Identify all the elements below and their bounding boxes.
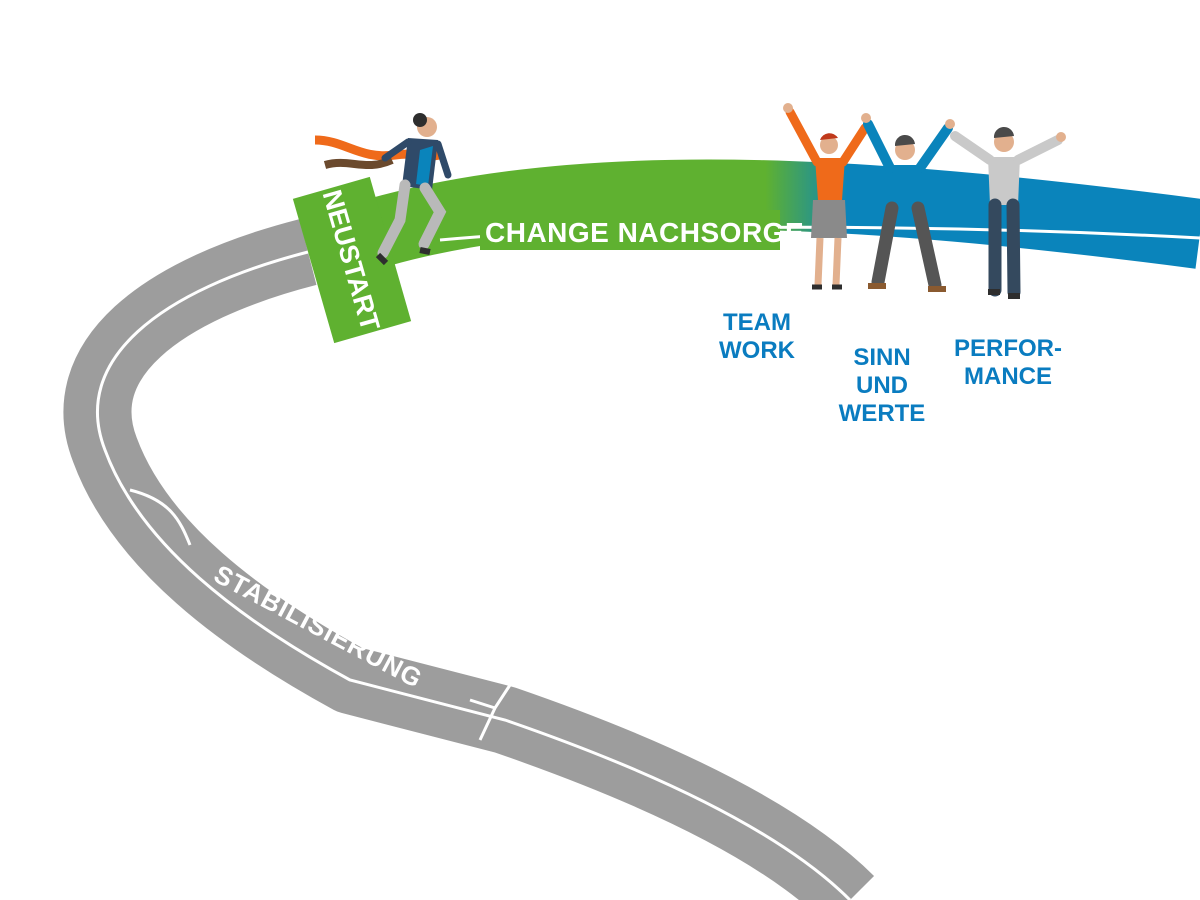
man-cheering-icon [950,126,1066,299]
svg-text:UND: UND [856,372,908,399]
restart-sign: NEUSTART [292,176,412,344]
road-bend-mark [129,488,192,546]
change-aftercare-label: CHANGE NACHSORGE [485,217,804,248]
svg-text:TEAM: TEAM [723,309,791,336]
performance-label: PERFOR- MANCE [954,335,1062,390]
man-cheering-icon [861,113,955,292]
aftercare-road: CHANGE NACHSORGE [370,159,1200,269]
svg-text:WERTE: WERTE [839,400,926,427]
svg-text:MANCE: MANCE [964,363,1052,390]
aftercare-label-bg [480,210,780,250]
road-split-mark [469,684,512,741]
teamwork-label: TEAM WORK [719,309,796,364]
meaning-values-label: SINN UND WERTE [839,344,926,427]
svg-text:WORK: WORK [719,337,796,364]
svg-text:SINN: SINN [853,344,910,371]
woman-cheering-icon [783,103,870,290]
svg-text:PERFOR-: PERFOR- [954,335,1062,362]
runner-icon [375,113,452,266]
